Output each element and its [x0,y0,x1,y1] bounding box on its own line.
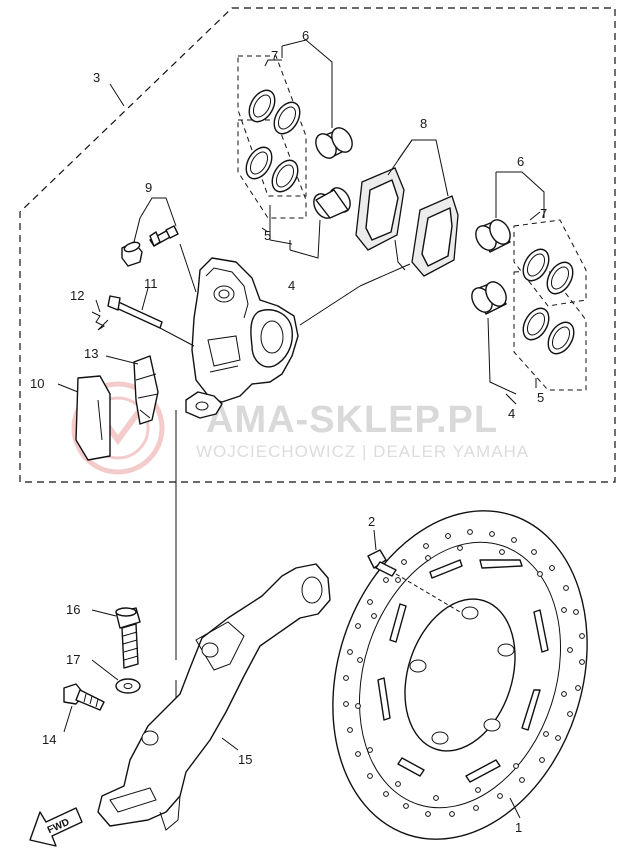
caliper-bracket [97,563,331,831]
piston-left-upper [315,127,353,159]
callout-16: 16 [66,602,80,617]
pad-pin-clip [91,311,109,331]
watermark: AMA-SKLEP.PL WOJCIECHOWICZ | DEALER YAMA… [71,381,529,475]
callout-5-right: 5 [537,390,544,405]
seal-kit-right [513,219,587,391]
callout-13: 13 [84,346,98,361]
bracket-flange-bolt [63,683,105,711]
fwd-arrow-icon: FWD [29,807,83,847]
caliper-body [191,257,299,403]
watermark-sub-text: WOJCIECHOWICZ | DEALER YAMAHA [196,442,529,461]
callout-12: 12 [70,288,84,303]
piston-right-lower [471,281,507,315]
callout-2: 2 [368,514,375,529]
seal-kit-left [237,55,307,219]
callout-1: 1 [515,820,522,835]
callout-6-right: 6 [517,154,524,169]
callout-7-left: 7 [271,48,278,63]
callout-3: 3 [93,70,100,85]
assembly-boundary [19,7,616,483]
callout-15: 15 [238,752,252,767]
pad-pin [107,295,163,329]
callout-11: 11 [144,276,158,291]
callout-14: 14 [42,732,56,747]
callout-10: 10 [30,376,44,391]
watermark-main-text: AMA-SKLEP.PL [206,399,498,441]
shim-plate [75,375,111,461]
callout-17: 17 [66,652,80,667]
piston-left-lower [313,187,351,219]
callout-5-left: 5 [264,228,271,243]
disc-bolt [367,549,397,577]
callout-4-right: 4 [508,406,515,421]
bracket-bolt [115,607,141,669]
pad-spring [133,355,159,425]
brake-pad-right [411,195,459,277]
brake-pad-left [355,167,405,251]
bleed-screw [149,225,179,247]
callout-6-left: 6 [302,28,309,43]
callout-7-right: 7 [540,206,547,221]
piston-right-upper [475,219,511,253]
bleed-cap [121,241,143,267]
callout-8: 8 [420,116,427,131]
callout-9: 9 [145,180,152,195]
callout-4-left: 4 [288,278,295,293]
brake-disc [332,510,588,840]
